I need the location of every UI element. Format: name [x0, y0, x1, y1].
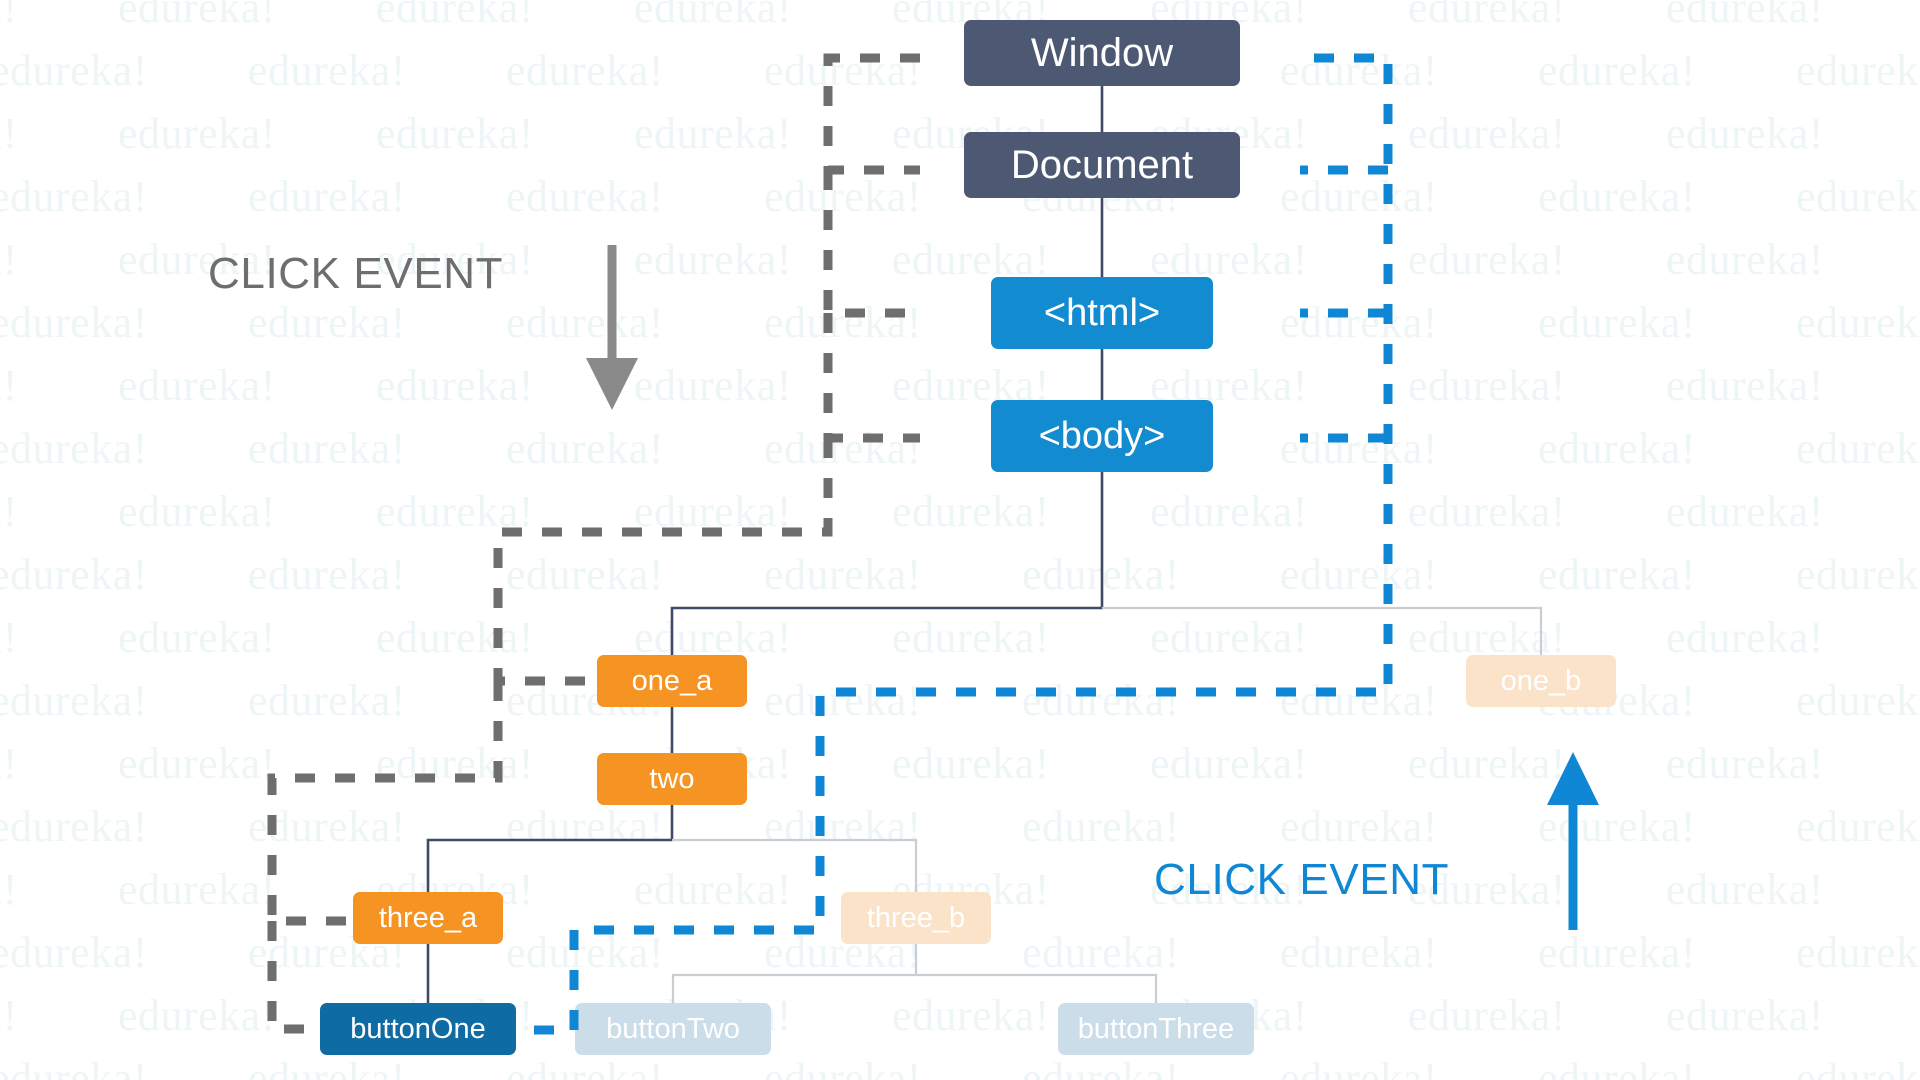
node-window[interactable]: Window [964, 20, 1240, 86]
node-buttonTwo[interactable]: buttonTwo [575, 1003, 771, 1055]
bubble-phase-label: CLICK EVENT [1154, 855, 1450, 904]
watermark-row: edureka!edureka!edureka!edureka!edureka!… [0, 1054, 1920, 1080]
edge-body-one_b [1102, 606, 1543, 655]
node-label: Window [1030, 30, 1174, 75]
capture-phase-label: CLICK EVENT [208, 249, 504, 298]
edge-body-one_a [670, 472, 1104, 655]
node-buttonOne[interactable]: buttonOne [320, 1003, 516, 1055]
node-label: buttonOne [350, 1012, 486, 1045]
edge-two-three_b [672, 838, 918, 892]
watermark-row: edureka!edureka!edureka!edureka!edureka!… [0, 298, 1920, 347]
watermark-row: edureka!edureka!edureka!edureka!edureka!… [0, 550, 1920, 599]
watermark-row: edureka!edureka!edureka!edureka!edureka!… [0, 424, 1920, 473]
node-label: three_a [378, 901, 478, 934]
node-one_a[interactable]: one_a [597, 655, 747, 707]
watermark-row: edureka!edureka!edureka!edureka!edureka!… [0, 676, 1920, 725]
capture-stub-body [823, 313, 920, 443]
watermark-row: edureka!edureka!edureka!edureka!edureka!… [0, 361, 1824, 410]
node-buttonThree[interactable]: buttonThree [1058, 1003, 1254, 1055]
node-three_a[interactable]: three_a [353, 892, 503, 944]
node-label: <body> [1038, 414, 1166, 457]
node-html[interactable]: <html> [991, 277, 1213, 349]
capture-stub-window-document [823, 53, 920, 175]
node-one_b[interactable]: one_b [1466, 655, 1616, 707]
watermark-row: edureka!edureka!edureka!edureka!edureka!… [0, 109, 1824, 158]
bubble-arrow [1547, 752, 1599, 930]
watermark-row: edureka!edureka!edureka!edureka!edureka!… [0, 739, 1824, 788]
node-label: three_b [866, 901, 966, 934]
node-body[interactable]: <body> [991, 400, 1213, 472]
node-label: <html> [1043, 291, 1161, 334]
watermark-row: edureka!edureka!edureka!edureka!edureka!… [0, 46, 1920, 95]
inactive-edges [671, 606, 1543, 1003]
node-three_b[interactable]: three_b [841, 892, 991, 944]
watermark-row: edureka!edureka!edureka!edureka!edureka!… [0, 613, 1824, 662]
capture-arrow-head [586, 358, 638, 410]
capture-arrow [586, 245, 638, 410]
capture-stub-buttonOne [267, 921, 316, 1034]
edge-two-three_a [426, 805, 674, 892]
edge-three_b-buttonTwo [671, 944, 918, 1003]
capture-stub-two-three_a [267, 681, 503, 926]
bubble-arrow-head [1547, 752, 1599, 805]
node-label: Document [1010, 142, 1194, 187]
node-document[interactable]: Document [964, 132, 1240, 198]
watermark-row: edureka!edureka!edureka!edureka!edureka!… [0, 172, 1920, 221]
watermark-row: edureka!edureka!edureka!edureka!edureka!… [0, 991, 1824, 1040]
edge-three_b-buttonThree [916, 973, 1158, 1003]
watermark-row: edureka!edureka!edureka!edureka!edureka!… [0, 487, 1824, 536]
active-edges [426, 86, 1104, 1003]
capture-stub-one_a [493, 438, 833, 686]
node-label: one_a [631, 664, 713, 697]
capture-stub-html [823, 170, 920, 318]
node-label: one_b [1500, 664, 1582, 697]
node-label: buttonTwo [606, 1012, 740, 1045]
node-label: two [649, 762, 695, 795]
watermark-row: edureka!edureka!edureka!edureka!edureka!… [0, 0, 1824, 32]
capture-path [267, 53, 920, 1034]
node-two[interactable]: two [597, 753, 747, 805]
watermark-row: edureka!edureka!edureka!edureka!edureka!… [0, 802, 1920, 851]
node-label: buttonThree [1077, 1012, 1235, 1045]
